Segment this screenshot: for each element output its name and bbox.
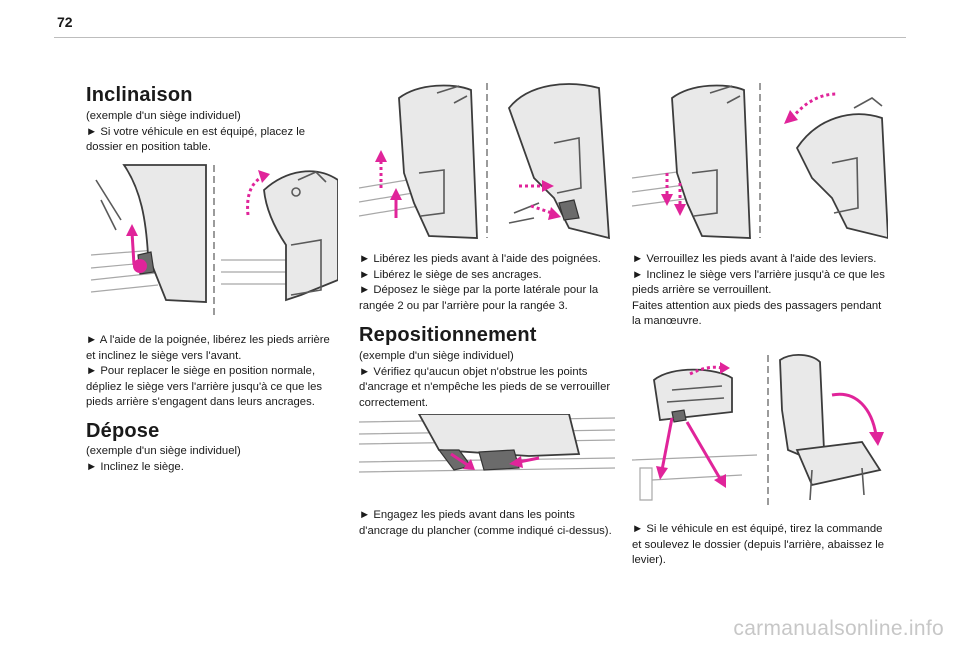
figure-engage-feet bbox=[358, 413, 616, 482]
lock-instructions: ► Verrouillez les pieds avant à l'aide d… bbox=[632, 253, 885, 327]
repositionnement-text: (exemple d'un siège individuel) ► Vérifi… bbox=[359, 350, 611, 409]
page-number: 72 bbox=[57, 14, 73, 30]
release-instructions: ► Libérez les pieds avant à l'aide des p… bbox=[359, 253, 601, 312]
figure-seat-tilt bbox=[86, 160, 339, 320]
inclinaison-text: (exemple d'un siège individuel) ► Si vot… bbox=[86, 110, 306, 153]
engage-instructions: ► Engagez les pieds avant dans les point… bbox=[359, 509, 612, 537]
backrest-instructions: ► Si le véhicule en est équipé, tirez la… bbox=[632, 523, 885, 566]
figure-backrest-release bbox=[631, 350, 888, 510]
heading-repositionnement: Repositionnement bbox=[359, 324, 537, 346]
figure-lock-feet bbox=[631, 78, 889, 243]
tilt-instructions: ► A l'aide de la poignée, libérez les pi… bbox=[86, 334, 330, 408]
top-divider bbox=[54, 37, 906, 38]
heading-inclinaison: Inclinaison bbox=[86, 84, 193, 106]
watermark: carmanualsonline.info bbox=[733, 617, 944, 640]
figure-release-front-feet bbox=[358, 78, 615, 243]
depose-text: (exemple d'un siège individuel) ► Inclin… bbox=[86, 445, 241, 473]
heading-depose: Dépose bbox=[86, 420, 160, 442]
